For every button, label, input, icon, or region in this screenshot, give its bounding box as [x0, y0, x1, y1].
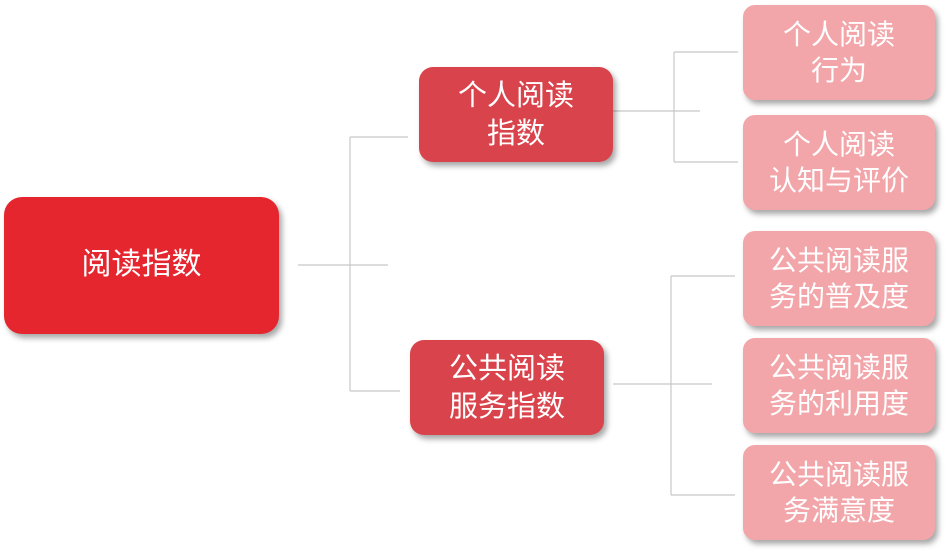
branch-node-label: 公共阅读 服务指数: [448, 351, 565, 423]
branch-node-label: 个人阅读 指数: [457, 78, 574, 150]
leaf-node-service-utilization: 公共阅读服 务的利用度: [743, 338, 935, 433]
root-node-label: 阅读指数: [81, 247, 202, 283]
leaf-node-label: 公共阅读服 务满意度: [768, 457, 909, 527]
branch-node-public-reading-service-index: 公共阅读 服务指数: [410, 340, 604, 435]
leaf-node-label: 个人阅读 行为: [782, 17, 895, 87]
leaf-node-label: 公共阅读服 务的利用度: [768, 350, 909, 420]
leaf-node-personal-reading-cognition: 个人阅读 认知与评价: [743, 115, 935, 210]
leaf-node-service-satisfaction: 公共阅读服 务满意度: [743, 445, 935, 540]
leaf-node-label: 个人阅读 认知与评价: [768, 127, 909, 197]
leaf-node-service-coverage: 公共阅读服 务的普及度: [743, 231, 935, 326]
branch-node-personal-reading-index: 个人阅读 指数: [419, 67, 613, 162]
leaf-node-label: 公共阅读服 务的普及度: [768, 243, 909, 313]
root-node: 阅读指数: [4, 197, 279, 334]
leaf-node-personal-reading-behavior: 个人阅读 行为: [743, 5, 935, 100]
